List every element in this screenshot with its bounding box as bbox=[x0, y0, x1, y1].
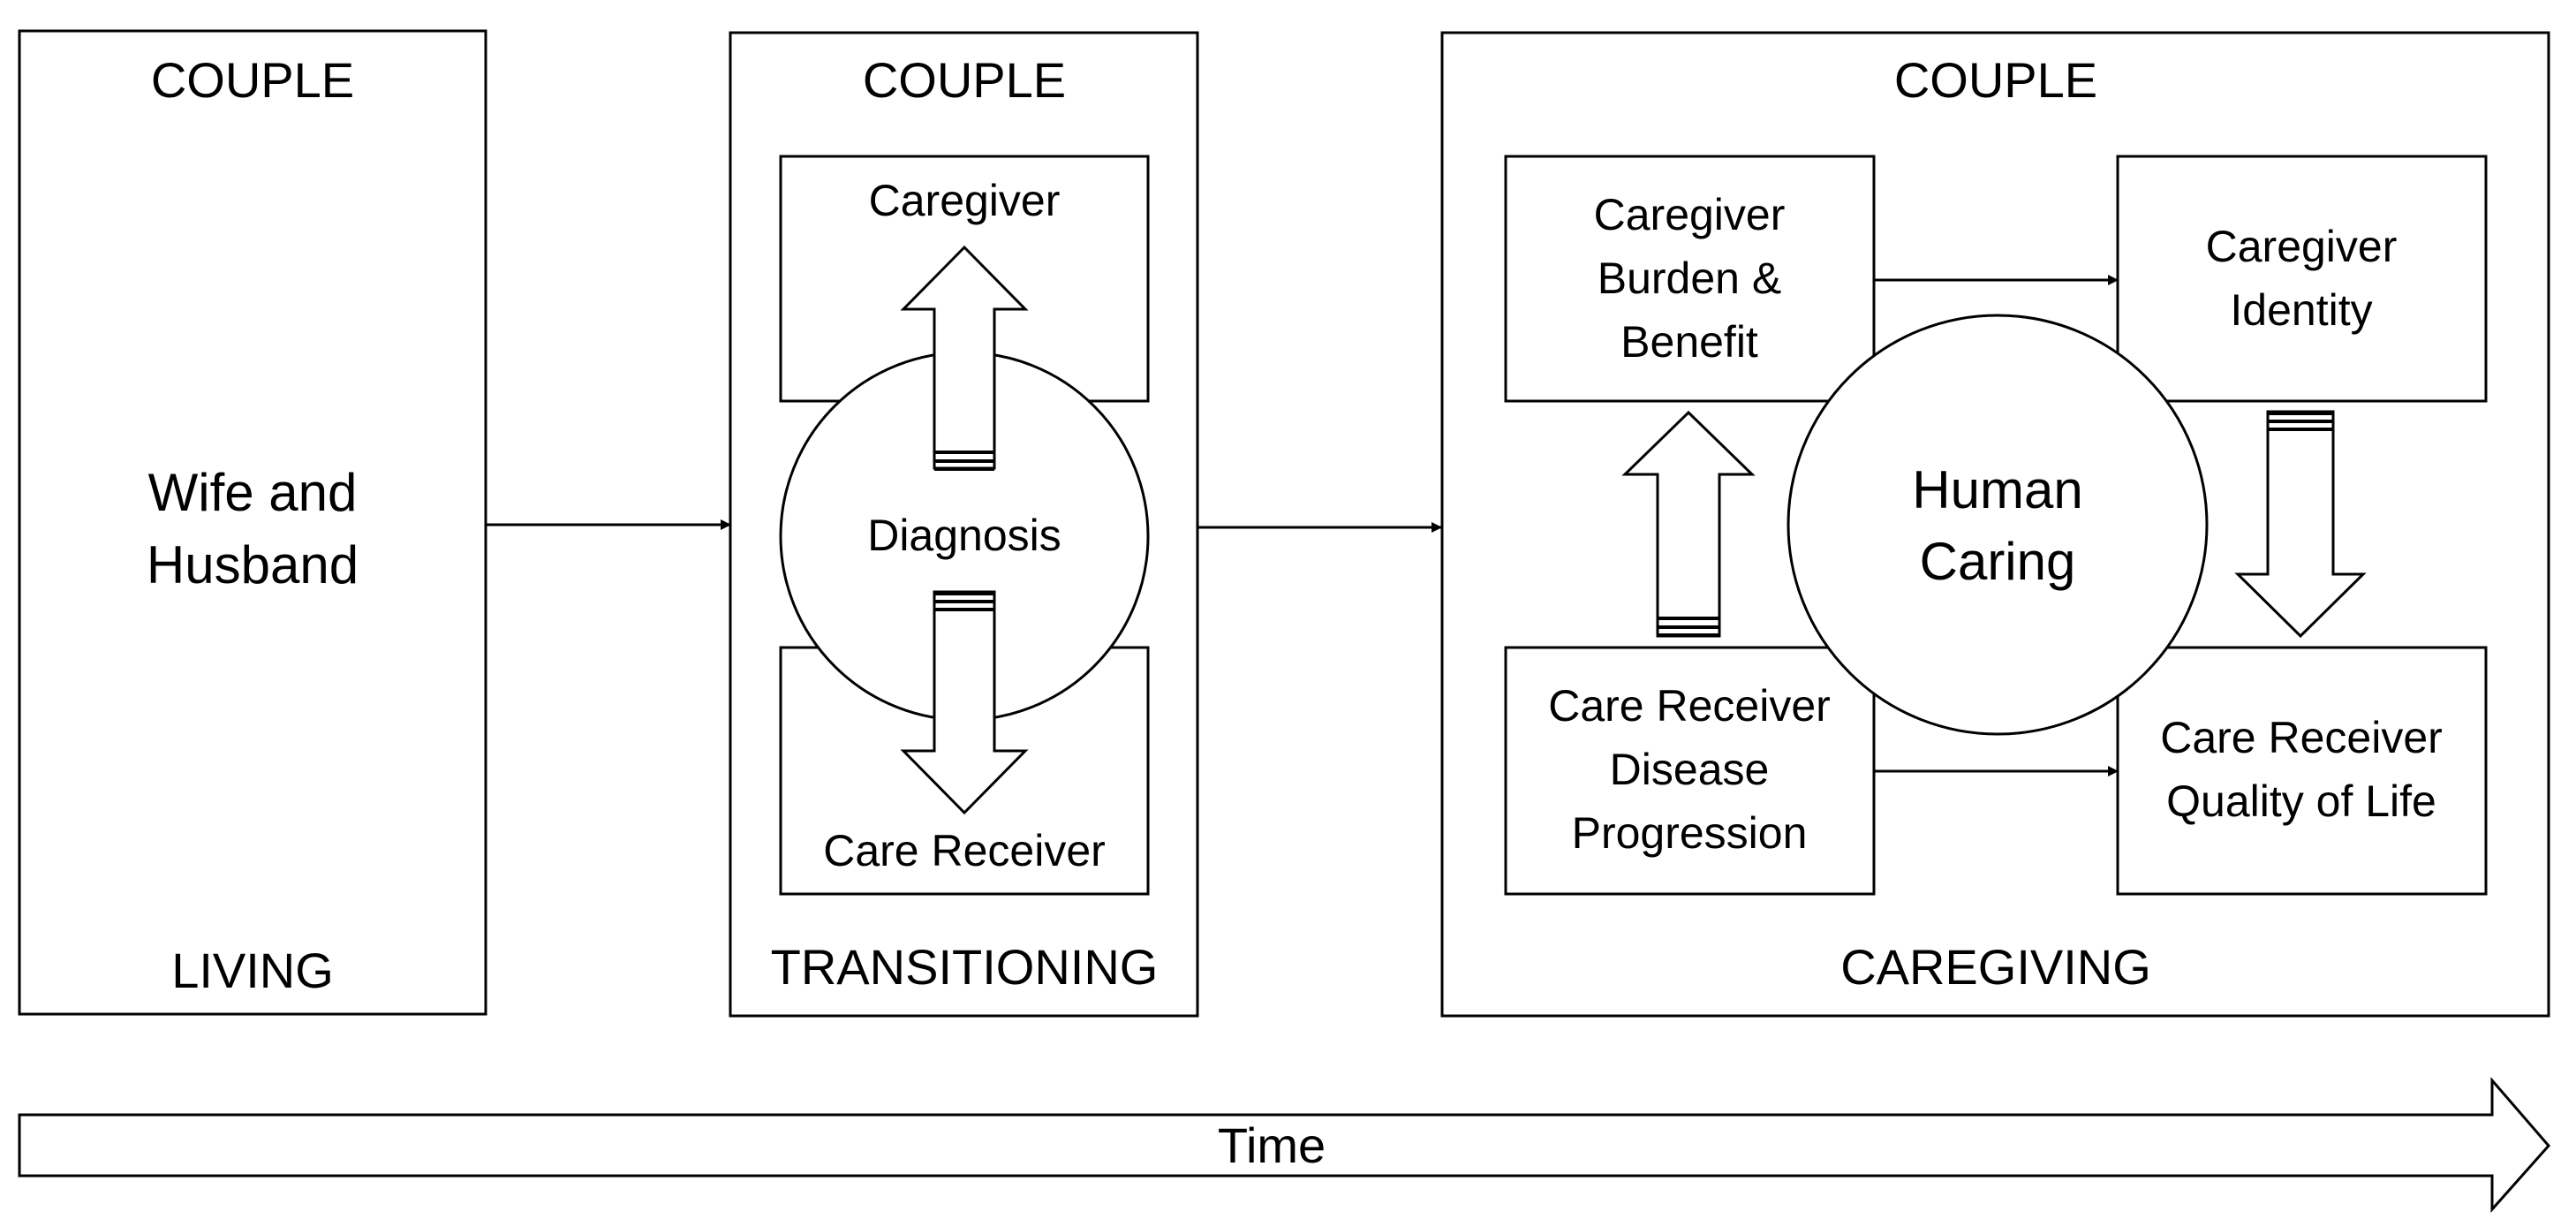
living-bottom-label: LIVING bbox=[171, 943, 334, 998]
human-caring-label-1: Human bbox=[1912, 460, 2082, 519]
burden-label-3: Benefit bbox=[1620, 317, 1758, 367]
identity-label-1: Caregiver bbox=[2206, 222, 2398, 271]
caregiver-label: Caregiver bbox=[869, 176, 1061, 225]
time-arrow bbox=[18, 1076, 2550, 1213]
living-stage-box bbox=[18, 29, 487, 1016]
transitioning-top-label: COUPLE bbox=[863, 52, 1066, 108]
care-receiver-label: Care Receiver bbox=[823, 826, 1106, 875]
burden-label-1: Caregiver bbox=[1594, 190, 1786, 239]
diagnosis-label: Diagnosis bbox=[867, 511, 1061, 560]
quality-of-life-box bbox=[2116, 646, 2488, 896]
diagnosis-to-care-receiver-arrow bbox=[900, 590, 1029, 815]
progression-label-1: Care Receiver bbox=[1548, 681, 1831, 731]
time-label: Time bbox=[1218, 1117, 1326, 1173]
identity-label-2: Identity bbox=[2230, 285, 2372, 335]
progression-label-3: Progression bbox=[1572, 808, 1808, 858]
living-center-label-1: Wife and bbox=[148, 463, 358, 522]
progression-label-2: Disease bbox=[1610, 745, 1770, 794]
progression-to-burden-arrow bbox=[1621, 410, 1756, 638]
caregiving-bottom-label: CAREGIVING bbox=[1840, 939, 2151, 995]
disease-progression-box bbox=[1504, 646, 1876, 896]
identity-to-quality-arrow bbox=[2234, 410, 2367, 639]
burden-label-2: Burden & bbox=[1598, 254, 1781, 303]
burden-benefit-box bbox=[1504, 155, 1876, 403]
living-top-label: COUPLE bbox=[151, 52, 354, 108]
living-center-label-2: Husband bbox=[147, 535, 359, 595]
caregiving-top-label: COUPLE bbox=[1894, 52, 2097, 108]
transitioning-bottom-label: TRANSITIONING bbox=[771, 939, 1159, 995]
diagnosis-to-caregiver-arrow bbox=[900, 245, 1029, 470]
human-caring-label-2: Caring bbox=[1920, 532, 2076, 591]
quality-label-2: Quality of Life bbox=[2166, 776, 2436, 826]
arrow-tail-stripes bbox=[934, 412, 2333, 637]
caregiver-identity-box bbox=[2116, 155, 2488, 403]
quality-label-1: Care Receiver bbox=[2160, 713, 2443, 762]
human-caring-circle bbox=[1787, 314, 2209, 736]
